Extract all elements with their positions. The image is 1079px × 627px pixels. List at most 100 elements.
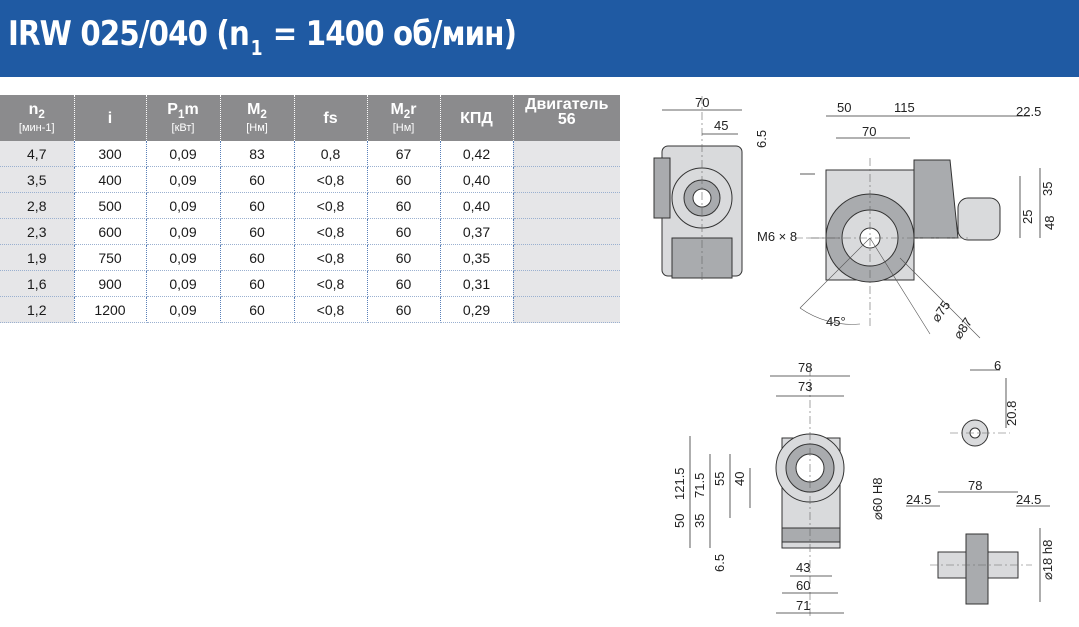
header-n2: n2 [мин-1] [0,95,75,141]
svg-text:⌀60 H8: ⌀60 H8 [870,477,885,520]
svg-text:35: 35 [1040,182,1055,196]
technical-drawings: 70 45 50 115 22.5 70 6.5 35 25 48 M6 × 8… [653,95,1057,616]
table-cell: 67 [367,141,441,167]
table-cell: 0,09 [146,166,221,193]
svg-text:71.5: 71.5 [692,473,707,498]
svg-text:24.5: 24.5 [906,492,931,507]
svg-text:22.5: 22.5 [1016,104,1041,119]
table-cell: 60 [220,192,295,219]
table-header-row: n2 [мин-1] i P1m [кВт] M2 [Нм] fs M2r [Н… [0,95,620,141]
table-cell: 4,7 [0,141,75,167]
svg-text:⌀18 h8: ⌀18 h8 [1040,540,1055,580]
svg-text:78: 78 [968,478,982,493]
table-cell: 0,09 [146,296,221,323]
table-cell: 0,09 [146,270,221,297]
page-title: IRW 025/040 (n1 = 1400 об/мин) [8,14,517,60]
header-m2: M2 [Нм] [220,95,295,141]
table-cell: 60 [367,192,441,219]
svg-text:70: 70 [695,95,709,110]
table-cell: 60 [367,244,441,271]
table-cell [513,218,620,245]
table-cell: 0,29 [440,296,514,323]
header-m2r: M2r [Нм] [367,95,441,141]
table-cell: 400 [74,166,147,193]
svg-text:40: 40 [732,472,747,486]
svg-text:60: 60 [796,578,810,593]
table-cell: 60 [220,270,295,297]
table-cell: 60 [367,296,441,323]
title-banner: IRW 025/040 (n1 = 1400 об/мин) [0,0,1079,77]
table-cell: 3,5 [0,166,75,193]
table-cell: 2,3 [0,218,75,245]
svg-text:78: 78 [798,360,812,375]
svg-text:⌀75: ⌀75 [928,298,953,325]
table-cell: 0,42 [440,141,514,167]
table-cell: 0,8 [294,141,368,167]
table-cell: 60 [367,218,441,245]
svg-text:⌀87: ⌀87 [950,315,975,342]
svg-text:6.5: 6.5 [754,130,769,148]
table-cell: 0,40 [440,166,514,193]
header-p1m: P1m [кВт] [146,95,221,141]
table-cell: 0,09 [146,141,221,167]
table-cell: 0,31 [440,270,514,297]
table-cell: 60 [220,166,295,193]
table-cell: 750 [74,244,147,271]
table-cell: 60 [367,166,441,193]
table-cell: 500 [74,192,147,219]
table-cell: 0,37 [440,218,514,245]
table-cell: <0,8 [294,218,368,245]
svg-text:70: 70 [862,124,876,139]
table-cell [513,296,620,323]
svg-text:121.5: 121.5 [672,467,687,500]
svg-text:20.8: 20.8 [1004,401,1019,426]
table-cell: 83 [220,141,295,167]
table-cell: 300 [74,141,147,167]
svg-text:M6 × 8: M6 × 8 [757,229,797,244]
svg-text:55: 55 [712,472,727,486]
table-cell [513,244,620,271]
table-cell: <0,8 [294,192,368,219]
svg-text:48: 48 [1042,216,1057,230]
key-detail-drawing: 6 20.8 [950,358,1019,447]
header-fs: fs [294,95,368,141]
table-cell: 60 [367,270,441,297]
svg-text:43: 43 [796,560,810,575]
front-view-drawing: 70 45 [653,95,743,283]
table-cell: 1,2 [0,296,75,323]
table-cell [513,192,620,219]
svg-text:45°: 45° [826,314,846,329]
table-cell: 1,9 [0,244,75,271]
svg-text:35: 35 [692,514,707,528]
table-cell: 60 [220,218,295,245]
header-i: i [74,95,147,141]
table-cell: <0,8 [294,244,368,271]
table-cell: 0,09 [146,192,221,219]
svg-text:25: 25 [1020,210,1035,224]
table-cell: 0,40 [440,192,514,219]
table-cell: 1,6 [0,270,75,297]
svg-text:24.5: 24.5 [1016,492,1041,507]
table-cell: 600 [74,218,147,245]
bottom-view-drawing: 78 73 121.5 71.5 55 40 50 35 6.5 ⌀60 H8 … [672,360,885,616]
svg-text:71: 71 [796,598,810,613]
side-view-drawing: 50 115 22.5 70 6.5 35 25 48 M6 × 8 ⌀75 ⌀… [754,100,1057,342]
table-cell [513,270,620,297]
table-cell [513,166,620,193]
table-cell: 0,09 [146,244,221,271]
svg-text:73: 73 [798,379,812,394]
svg-text:6.5: 6.5 [712,554,727,572]
svg-text:50: 50 [672,514,687,528]
svg-text:45: 45 [714,118,728,133]
table-cell: <0,8 [294,166,368,193]
header-kpd: КПД [440,95,514,141]
table-cell: 1200 [74,296,147,323]
table-cell [513,141,620,167]
